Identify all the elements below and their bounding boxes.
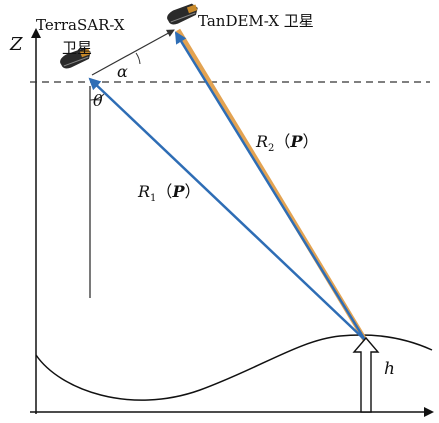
range-1-label: R1（P） [137, 182, 200, 204]
alpha-arc [135, 52, 141, 65]
theta-arc [89, 93, 105, 101]
alpha-label: α [117, 62, 128, 81]
satellite-1-label-line-1: TerraSAR-X [36, 16, 125, 34]
satellite-1-label-line-2: 卫星 [62, 39, 92, 57]
height-label: h [384, 359, 395, 379]
range-1-line [88, 77, 366, 341]
satellite-2-label: TanDEM-X 卫星 [198, 12, 314, 30]
terrain-curve [35, 334, 433, 401]
range-2-line [174, 31, 367, 341]
z-axis-label: Z [9, 34, 23, 55]
up-arrow-icon [352, 336, 380, 413]
satellite-icon [60, 47, 91, 69]
baseline-line [91, 29, 175, 76]
satellite-icon [167, 3, 198, 25]
range-2-label: R2（P） [255, 132, 318, 154]
theta-label: θ [93, 91, 103, 110]
